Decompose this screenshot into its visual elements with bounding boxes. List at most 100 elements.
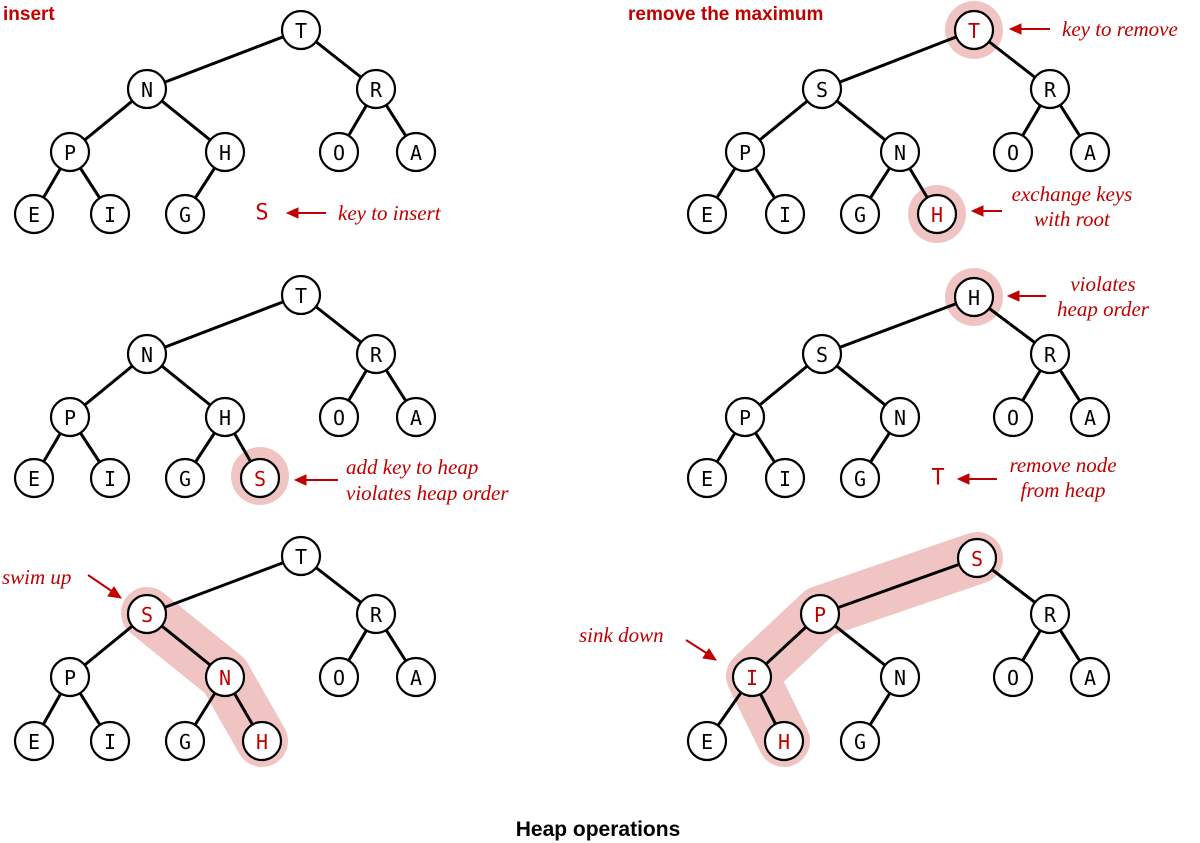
node-circle xyxy=(395,396,437,438)
node-circle xyxy=(724,131,766,173)
node-label: G xyxy=(854,467,866,491)
node-circle xyxy=(686,193,728,235)
node-label: E xyxy=(28,730,40,754)
arrow-swim-up-head xyxy=(107,586,123,599)
node-label: P xyxy=(739,406,751,430)
arrow-add-key-head xyxy=(293,474,307,486)
node-circle xyxy=(1029,68,1071,110)
node-label: E xyxy=(701,730,713,754)
node-circle xyxy=(839,193,881,235)
node-label: G xyxy=(179,203,191,227)
node-circle xyxy=(992,396,1034,438)
tree-node-remove-step3-P: P xyxy=(799,593,841,635)
tree-node-insert-step2-A: A xyxy=(395,396,437,438)
tree-node-remove-step1-P: P xyxy=(724,131,766,173)
node-circle xyxy=(13,720,55,762)
node-label: O xyxy=(333,141,345,165)
node-label: N xyxy=(894,141,906,165)
node-circle xyxy=(395,656,437,698)
node-label: T xyxy=(295,284,307,308)
annotation-arrows xyxy=(87,23,1050,661)
node-label: E xyxy=(28,467,40,491)
node-label: O xyxy=(1007,406,1019,430)
tree-node-remove-step1-O: O xyxy=(992,131,1034,173)
annotation-remove-node: remove node xyxy=(1009,453,1116,477)
tree-node-remove-step3-R: R xyxy=(1029,593,1071,635)
node-label: R xyxy=(370,343,383,367)
node-label: O xyxy=(333,666,345,690)
node-label: A xyxy=(1084,666,1096,690)
tree-node-remove-step3-H: H xyxy=(763,720,805,762)
node-circle xyxy=(956,537,998,579)
tree-edge-remove-step3-S-P xyxy=(818,556,979,616)
node-label: S xyxy=(816,78,828,102)
tree-node-remove-step3-E: E xyxy=(686,720,728,762)
node-circle xyxy=(318,131,360,173)
node-circle xyxy=(953,276,995,318)
tree-edge-insert-step3-T-S xyxy=(145,554,303,616)
tree-node-remove-step3-A: A xyxy=(1069,656,1111,698)
tree-node-insert-step3-S: S xyxy=(126,593,168,635)
tree-node-remove-step1-N: N xyxy=(879,131,921,173)
title-remove-maximum: remove the maximum xyxy=(628,4,823,25)
tree-node-insert-step1-A: A xyxy=(395,131,437,173)
node-circle xyxy=(239,457,281,499)
node-circle xyxy=(879,656,921,698)
loose-key-removed: T xyxy=(931,466,944,491)
node-label: G xyxy=(854,203,866,227)
node-label: H xyxy=(931,203,943,227)
arrow-sink-down-head xyxy=(702,648,718,661)
tree-node-insert-step3-T: T xyxy=(280,535,322,577)
tree-edge-insert-step1-T-N xyxy=(145,28,303,91)
tree-node-remove-step2-P: P xyxy=(724,396,766,438)
tree-node-remove-step2-E: E xyxy=(686,457,728,499)
node-circle xyxy=(395,131,437,173)
title-insert: insert xyxy=(3,4,55,25)
tree-node-insert-step2-N: N xyxy=(126,333,168,375)
tree-node-insert-step3-A: A xyxy=(395,656,437,698)
node-circle xyxy=(89,457,131,499)
node-circle xyxy=(801,333,843,375)
node-circle xyxy=(1069,396,1111,438)
tree-node-remove-step2-A: A xyxy=(1069,396,1111,438)
tree-node-remove-step2-S: S xyxy=(801,333,843,375)
tree-node-insert-step3-R: R xyxy=(355,593,397,635)
tree-node-insert-step2-G: G xyxy=(164,457,206,499)
annotation-add-key: add key to heap xyxy=(346,455,478,479)
node-label: H xyxy=(219,141,231,165)
arrow-remove-node-head xyxy=(956,473,970,485)
tree-node-insert-step1-O: O xyxy=(318,131,360,173)
tree-node-remove-step2-G: G xyxy=(839,457,881,499)
annotation-sink-down: sink down xyxy=(579,623,664,647)
tree-node-insert-step3-G: G xyxy=(164,720,206,762)
tree-edge-insert-step2-T-N xyxy=(145,293,303,356)
tree-node-insert-step1-N: N xyxy=(126,68,168,110)
tree-node-insert-step2-H: H xyxy=(204,396,246,438)
node-label: I xyxy=(104,467,116,491)
node-circle xyxy=(1029,333,1071,375)
annotation-key-to-insert: key to insert xyxy=(338,201,442,225)
node-label: N xyxy=(141,78,153,102)
tree-node-remove-step1-G: G xyxy=(839,193,881,235)
node-label: A xyxy=(1084,406,1096,430)
node-label: P xyxy=(814,603,826,627)
node-label: I xyxy=(746,666,758,690)
tree-node-insert-step2-O: O xyxy=(318,396,360,438)
node-circle xyxy=(164,193,206,235)
node-label: P xyxy=(739,141,751,165)
tree-node-remove-step2-R: R xyxy=(1029,333,1071,375)
node-circle xyxy=(126,333,168,375)
annotation-violates: violates xyxy=(1070,272,1135,296)
node-label: R xyxy=(1044,78,1057,102)
node-label: E xyxy=(28,203,40,227)
node-circle xyxy=(839,720,881,762)
node-label: H xyxy=(778,730,790,754)
arrow-swim-up xyxy=(87,574,114,593)
tree-node-insert-step1-I: I xyxy=(89,193,131,235)
node-label: N xyxy=(894,406,906,430)
node-label: I xyxy=(104,203,116,227)
tree-node-remove-step3-O: O xyxy=(992,656,1034,698)
node-label: S xyxy=(971,547,983,571)
